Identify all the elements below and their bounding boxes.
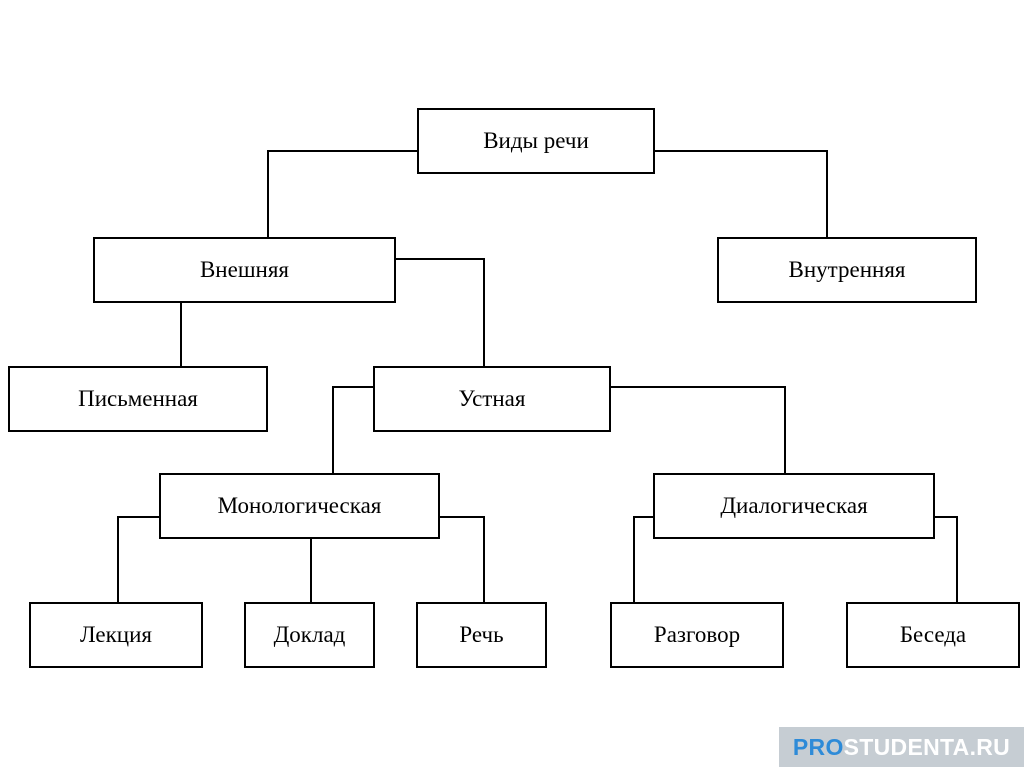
node-oral: Устная <box>373 366 611 432</box>
node-conversation: Беседа <box>846 602 1020 668</box>
edge-dialogic-conversation <box>935 516 958 602</box>
node-monologic-label: Монологическая <box>217 493 382 518</box>
node-root: Виды речи <box>417 108 655 174</box>
node-internal: Внутренняя <box>717 237 977 303</box>
node-written: Письменная <box>8 366 268 432</box>
edge-external-oral <box>396 258 485 366</box>
node-oral-label: Устная <box>458 386 526 411</box>
edge-monologic-speech <box>440 516 485 602</box>
edge-oral-monologic <box>332 386 373 473</box>
edge-oral-dialogic <box>611 386 786 473</box>
node-dialogic-label: Диалогическая <box>720 493 868 518</box>
node-speech-label: Речь <box>459 622 504 647</box>
watermark-text-rest: STUDENTA.RU <box>843 733 1011 760</box>
node-lecture: Лекция <box>29 602 203 668</box>
node-speech: Речь <box>416 602 547 668</box>
node-monologic: Монологическая <box>159 473 440 539</box>
edge-dialogic-talk <box>633 516 653 602</box>
edge-root-external <box>267 150 417 237</box>
edge-monologic-lecture <box>117 516 159 602</box>
node-conversation-label: Беседа <box>899 622 967 647</box>
node-report: Доклад <box>244 602 375 668</box>
node-lecture-label: Лекция <box>79 622 153 647</box>
node-root-label: Виды речи <box>483 128 589 153</box>
node-report-label: Доклад <box>273 622 346 647</box>
node-external-label: Внешняя <box>199 257 290 282</box>
node-internal-label: Внутренняя <box>788 257 906 282</box>
node-dialogic: Диалогическая <box>653 473 935 539</box>
node-talk: Разговор <box>610 602 784 668</box>
edge-root-internal <box>655 150 828 237</box>
node-talk-label: Разговор <box>653 622 741 647</box>
node-written-label: Письменная <box>78 386 198 411</box>
watermark-text-pro: PRO <box>792 733 844 760</box>
node-external: Внешняя <box>93 237 396 303</box>
